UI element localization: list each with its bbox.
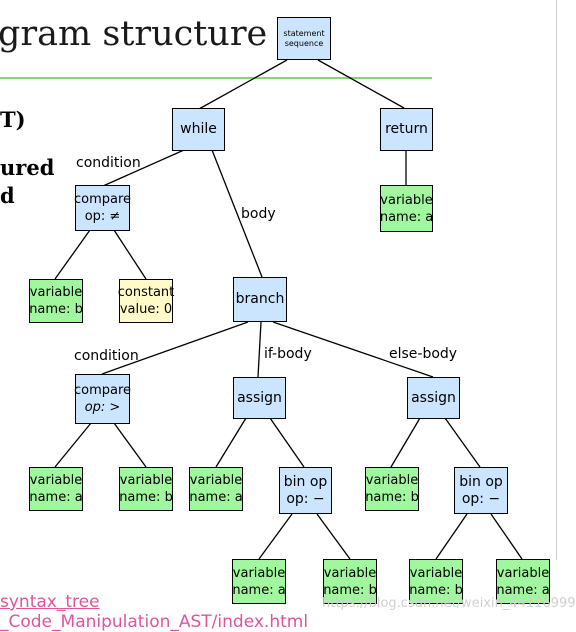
node-compare-neq: compare op: ≠	[73, 185, 132, 231]
node-label: name: b	[29, 302, 83, 317]
slide-title: gram structure	[0, 14, 268, 54]
node-label: variable	[380, 192, 433, 208]
node-label: name: b	[409, 582, 463, 598]
node-branch: branch	[233, 277, 287, 322]
node-label: name: b	[119, 490, 173, 505]
edge-binop1-variable-b	[316, 513, 351, 560]
edge-assign1-binop	[269, 417, 305, 468]
edge-compare-variable	[54, 229, 91, 280]
node-label: variable	[365, 473, 419, 488]
edge-binop1-variable-a	[258, 513, 293, 560]
watermark: https://blog.csdn.net/weixin_44116999	[322, 596, 576, 611]
edge-assign2-binop	[444, 417, 481, 468]
node-label: return	[385, 121, 428, 137]
node-label: variable	[119, 473, 173, 488]
edge-branch-compare	[101, 321, 249, 375]
edge-label-condition: condition	[76, 155, 141, 171]
node-label: statement	[283, 28, 325, 38]
node-label: name: a	[379, 209, 434, 225]
edge-label-branch-condition: condition	[74, 348, 139, 364]
node-label: bin op	[459, 473, 503, 490]
edge-label-if-body: if-body	[264, 346, 312, 362]
node-label: bin op	[283, 473, 328, 490]
node-variable-a: variable name: a	[232, 559, 286, 604]
node-assign-if: assign	[233, 377, 286, 419]
edge-compare2-variable-b	[113, 422, 147, 468]
node-variable-b: variable name: b	[409, 559, 463, 604]
node-variable-a: variable name: a	[496, 559, 550, 604]
node-label: name: a	[232, 582, 286, 598]
node-constant-0: constant value: 0	[117, 279, 175, 323]
node-label: op: −	[461, 490, 501, 507]
node-variable-a: variable name: a	[29, 467, 83, 511]
node-bin-op-else: bin op op: −	[454, 467, 508, 514]
node-while: while	[172, 108, 225, 151]
edge-branch-assign-if	[257, 321, 262, 378]
edge-assign1-variable	[215, 417, 247, 468]
node-label: variable	[323, 565, 377, 581]
node-bin-op-if: bin op op: −	[279, 467, 332, 514]
edge-root-return	[317, 59, 405, 109]
node-label: op: >	[84, 400, 121, 415]
node-variable-b: variable name: b	[29, 279, 83, 323]
node-label: name: a	[496, 582, 550, 598]
wiki-link[interactable]: syntax_tree	[0, 592, 100, 612]
side-text-line-3: d	[0, 183, 15, 208]
node-label: assign	[411, 389, 456, 406]
edge-binop2-variable-b	[435, 513, 468, 560]
edge-assign2-variable	[390, 417, 421, 468]
node-assign-else: assign	[407, 377, 460, 419]
node-label: compare	[73, 383, 132, 398]
node-label: variable	[232, 565, 286, 581]
node-label: op: −	[286, 490, 325, 507]
node-statement-sequence: statement sequence	[277, 17, 331, 60]
node-variable-b: variable name: b	[119, 467, 173, 511]
edge-compare2-variable-a	[54, 422, 92, 468]
node-label: name: a	[189, 490, 243, 505]
side-text-line-2: ured	[0, 155, 55, 180]
node-label: name: b	[365, 490, 419, 505]
source-link[interactable]: _Code_Manipulation_AST/index.html	[0, 612, 309, 632]
slide-edge-line	[556, 0, 557, 560]
node-variable-a: variable name: a	[189, 467, 243, 511]
node-label: variable	[29, 285, 83, 300]
node-variable-return: variable name: a	[380, 185, 433, 232]
edge-compare-constant	[113, 229, 147, 280]
node-label: constant	[117, 285, 175, 300]
node-label: while	[180, 121, 217, 137]
edge-while-branch	[211, 149, 263, 278]
node-label: compare	[73, 192, 132, 207]
edge-label-body: body	[241, 206, 276, 222]
node-label: op: ≠	[84, 209, 121, 224]
edge-branch-assign-else	[272, 321, 434, 378]
node-variable-b: variable name: b	[323, 559, 377, 604]
node-label: variable	[29, 473, 83, 488]
edge-root-while	[198, 59, 288, 110]
node-return: return	[380, 108, 433, 151]
node-label: variable	[496, 565, 550, 581]
node-label: branch	[235, 291, 285, 307]
edge-while-compare	[102, 149, 185, 187]
node-label: variable	[189, 473, 243, 488]
node-compare-gt: compare op: >	[73, 374, 132, 424]
node-variable-b: variable name: b	[365, 467, 419, 511]
node-label: variable	[409, 565, 463, 581]
title-divider	[0, 77, 432, 79]
node-label: sequence	[284, 38, 324, 48]
node-label: name: a	[29, 490, 83, 505]
edge-label-else-body: else-body	[389, 346, 458, 362]
node-label: name: b	[323, 582, 377, 598]
tree-edges	[54, 59, 523, 560]
node-label: value: 0	[119, 302, 173, 317]
edge-binop2-variable-a	[490, 513, 523, 560]
node-label: assign	[237, 389, 282, 406]
side-text-line-1: T)	[0, 107, 26, 132]
